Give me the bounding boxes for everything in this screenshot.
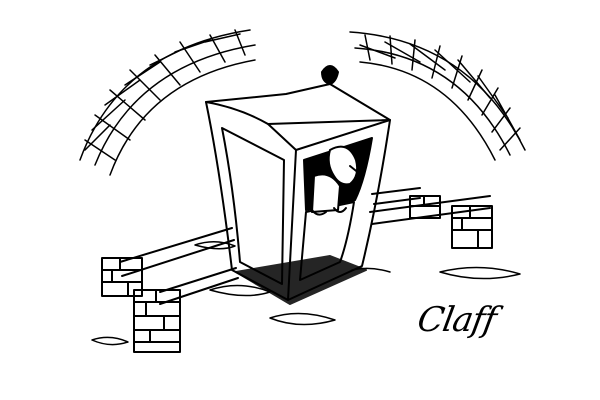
lattice-arch-right xyxy=(349,31,526,161)
sedan-chair xyxy=(205,65,391,305)
lattice-arch-left xyxy=(79,29,256,176)
artist-signature: Claff xyxy=(414,300,499,340)
brick-supports xyxy=(101,195,493,353)
